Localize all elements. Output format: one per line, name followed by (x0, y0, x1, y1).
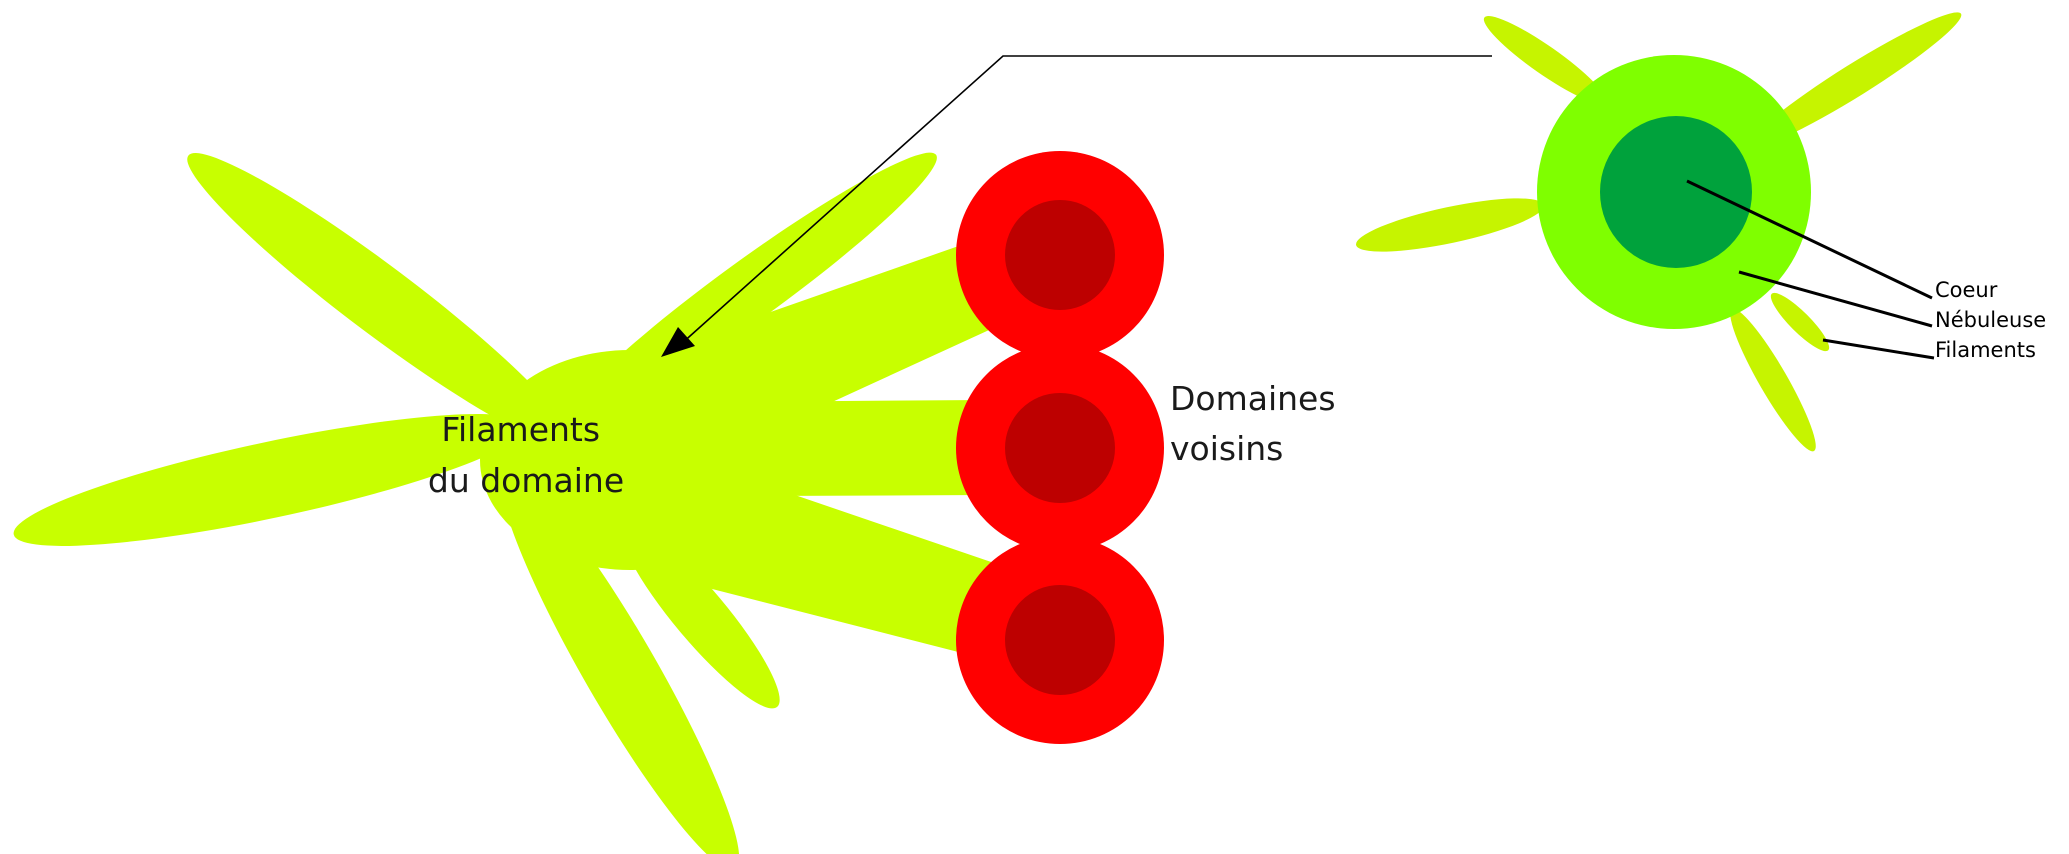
neighbor-domain-top (956, 151, 1164, 359)
small-filament-down-right (1770, 292, 1830, 352)
filament-beam-bottom (540, 420, 1000, 655)
filament-left (13, 414, 527, 546)
domain-structure-figure: Coeur Nébuleuse Filaments (1356, 12, 2046, 452)
domain-filaments-cluster (13, 152, 1000, 854)
small-filament-down (1730, 308, 1816, 452)
domain-filaments-label: Filaments du domaine (428, 410, 624, 500)
domain-filaments-label-line2: du domaine (428, 461, 624, 500)
leader-nebula (1738, 270, 1933, 328)
domain-filaments-label-line1: Filaments (441, 410, 600, 449)
small-filament-upper-left (1483, 16, 1607, 104)
filament-down (500, 470, 740, 854)
core (1600, 116, 1752, 268)
neighbor-domain-bottom (956, 536, 1164, 744)
neighbor-domains (956, 151, 1164, 744)
neighbor-domains-label: Domaines voisins (1170, 379, 1346, 468)
legend-core: Coeur (1935, 278, 1998, 302)
leader-filaments (1822, 338, 1935, 360)
leader-core (1686, 179, 1933, 300)
zoom-arrow-line (679, 55, 1492, 346)
filament-upper-left (187, 153, 573, 447)
legend-nebula: Nébuleuse (1935, 308, 2046, 332)
legend-filaments: Filaments (1935, 338, 2036, 362)
zoom-arrow-head (661, 327, 695, 357)
small-filament-upper-right (1748, 12, 1962, 148)
neighbor-domain-middle (956, 344, 1164, 552)
small-filament-left (1356, 198, 1544, 252)
neighbor-domains-label-line1: Domaines (1170, 379, 1336, 418)
neighbor-domains-label-line2: voisins (1170, 429, 1283, 468)
